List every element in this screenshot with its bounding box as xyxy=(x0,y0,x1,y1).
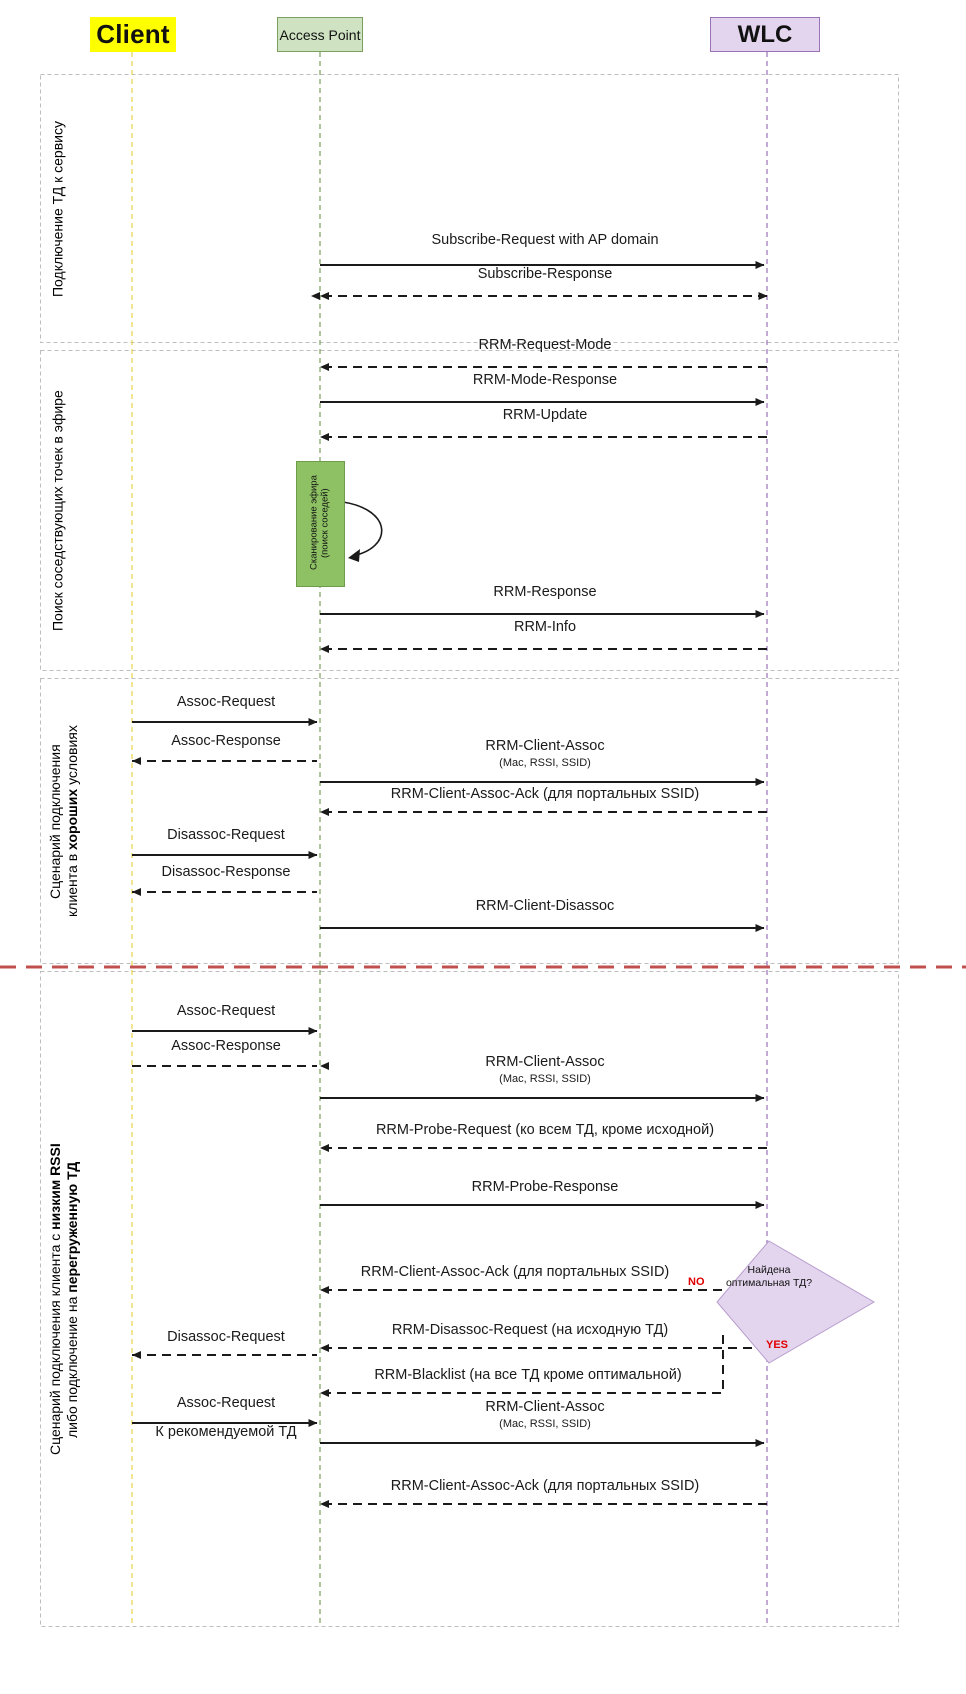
message-sublabel-m17: (Mac, RSSI, SSID) xyxy=(499,1073,591,1085)
section-label-3-line2-bold: хороших xyxy=(64,789,80,851)
message-label-m18: RRM-Probe-Request (ко всем ТД, кроме исх… xyxy=(375,1122,715,1138)
decision-line2: оптимальная ТД? xyxy=(725,1277,813,1289)
section-frame-3 xyxy=(40,678,899,964)
activation-box-scan xyxy=(296,461,345,587)
section-label-1-text: Подключение ТД к сервису xyxy=(49,121,66,297)
message-label-m12: Disassoc-Request xyxy=(167,827,285,843)
message-label-m06: RRM-Response xyxy=(493,584,597,600)
message-label-m24: Assoc-Request xyxy=(176,1395,276,1411)
message-label-m14: RRM-Client-Disassoc xyxy=(475,898,615,914)
section-label-3-line1: Сценарий подключения xyxy=(47,744,63,899)
section-label-4-line1-pre: Сценарий подключения клиента с xyxy=(47,1230,63,1456)
actor-header-client[interactable]: Client xyxy=(90,17,176,52)
section-label-4-line2-pre: либо подключение на xyxy=(64,1292,80,1438)
message-label-m11: RRM-Client-Assoc-Ack (для портальных SSI… xyxy=(390,786,700,802)
message-label-m16: Assoc-Response xyxy=(171,1038,281,1054)
message-label-m20: RRM-Client-Assoc-Ack (для портальных SSI… xyxy=(360,1264,670,1280)
section-frame-1 xyxy=(40,74,899,343)
decision-yes-label: YES xyxy=(766,1339,789,1351)
arrow-m23 xyxy=(323,1335,724,1394)
section-label-2-text: Поиск соседствующих точек в эфире xyxy=(49,390,66,632)
section-label-4-line2-bold: перегруженную ТД xyxy=(64,1161,80,1293)
section-frame-4 xyxy=(40,971,899,1627)
message-label-m05: RRM-Update xyxy=(502,407,588,423)
section-label-4: Сценарий подключения клиента с низким RS… xyxy=(44,977,84,1622)
actor-label-access-point: Access Point xyxy=(279,26,361,43)
section-label-3-line2-post: условиях xyxy=(64,725,80,790)
arrowheads-left xyxy=(132,292,329,1508)
message-label-m25: RRM-Client-Assoc xyxy=(485,1399,605,1415)
activation-box-scan-label: Сканирование эфира (поиск соседей) xyxy=(296,461,343,585)
message-label-m21: RRM-Disassoc-Request (на исходную ТД) xyxy=(391,1322,669,1338)
message-label-m10: RRM-Client-Assoc xyxy=(485,738,605,754)
decision-line1: Найдена xyxy=(747,1264,791,1276)
message-label-m17: RRM-Client-Assoc xyxy=(485,1054,605,1070)
decision-diamond-label: Найдена оптимальная ТД? xyxy=(717,1264,821,1290)
self-loop-arrowhead xyxy=(348,549,360,562)
message-sublabel-m24: К рекомендуемой ТД xyxy=(155,1424,297,1440)
actor-label-wlc: WLC xyxy=(737,20,793,48)
section-label-1: Подключение ТД к сервису xyxy=(48,80,68,338)
message-label-m07: RRM-Info xyxy=(513,619,577,635)
actor-label-client: Client xyxy=(96,19,170,49)
decision-no-label: NO xyxy=(688,1276,705,1288)
message-label-m02: Subscribe-Response xyxy=(477,266,613,282)
scan-label-line2: (поиск соседей) xyxy=(319,488,331,558)
message-label-m08: Assoc-Request xyxy=(176,694,276,710)
message-sublabel-m10: (Mac, RSSI, SSID) xyxy=(499,757,591,769)
message-label-m22: Disassoc-Request xyxy=(167,1329,285,1345)
message-label-m04: RRM-Mode-Response xyxy=(472,372,618,388)
message-label-m01: Subscribe-Request with AP domain xyxy=(431,232,659,248)
actor-header-wlc[interactable]: WLC xyxy=(710,17,820,52)
section-label-3-line2-pre: клиента в xyxy=(64,850,80,918)
section-label-4-line1-bold: низким RSSI xyxy=(47,1143,63,1231)
message-label-m19: RRM-Probe-Response xyxy=(471,1179,619,1195)
decision-diamond xyxy=(716,1240,875,1364)
message-label-m23: RRM-Blacklist (на все ТД кроме оптимальн… xyxy=(374,1367,682,1383)
actor-header-access-point[interactable]: Access Point xyxy=(277,17,363,52)
message-label-m13: Disassoc-Response xyxy=(161,864,291,880)
section-label-3: Сценарий подключения клиента в хороших у… xyxy=(44,684,84,959)
message-label-m03: RRM-Request-Mode xyxy=(478,337,612,353)
message-sublabel-m25: (Mac, RSSI, SSID) xyxy=(499,1418,591,1430)
self-loop-scan xyxy=(342,501,383,557)
section-frame-2 xyxy=(40,350,899,671)
message-label-m26: RRM-Client-Assoc-Ack (для портальных SSI… xyxy=(390,1478,700,1494)
section-label-2: Поиск соседствующих точек в эфире xyxy=(48,356,68,666)
message-label-m09: Assoc-Response xyxy=(171,733,281,749)
scan-label-line1: Сканирование эфира xyxy=(308,475,320,571)
message-label-m15: Assoc-Request xyxy=(176,1003,276,1019)
